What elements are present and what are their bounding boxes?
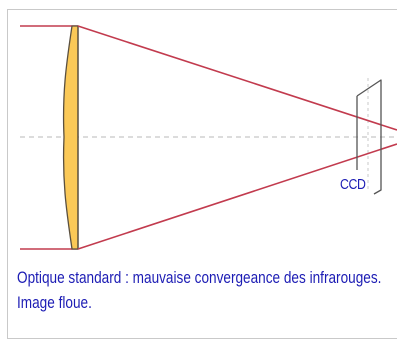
lens [62, 25, 79, 250]
converging-ray-bottom [77, 143, 397, 250]
ccd-sensor [356, 79, 382, 195]
converging-ray-top [77, 25, 397, 131]
ccd-label: CCD [340, 176, 366, 193]
optics-diagram [20, 25, 397, 250]
caption: Optique standard : mauvaise convergeance… [17, 268, 382, 312]
